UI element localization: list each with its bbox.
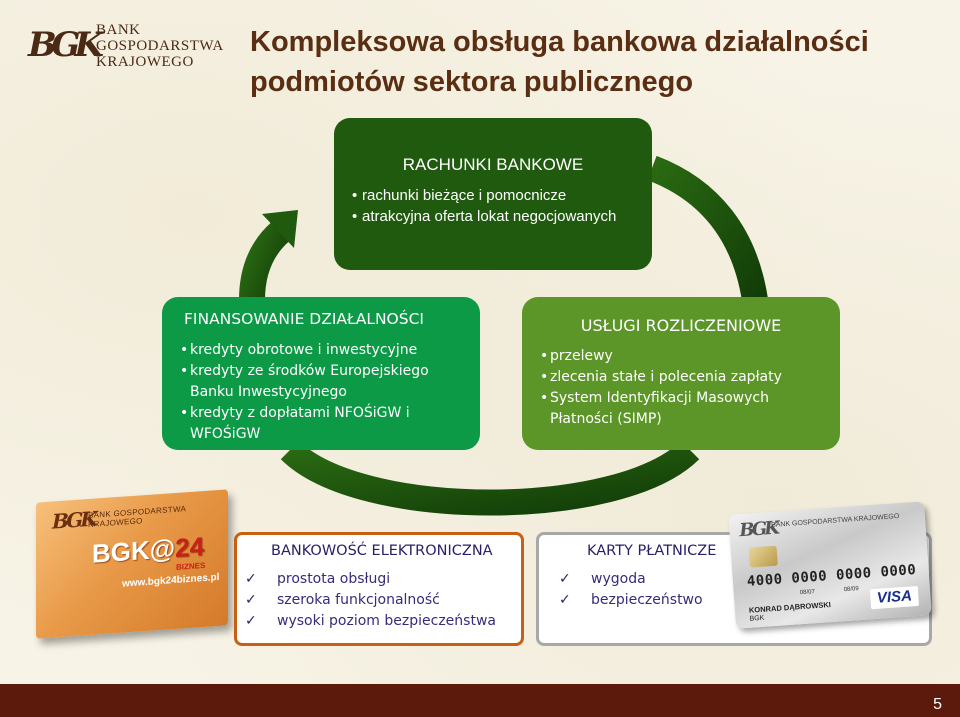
list-item: kredyty ze środków Europejskiego Banku I… (180, 361, 462, 403)
box-settlement-heading: USŁUGI ROZLICZENIOWE (580, 316, 782, 335)
logo-line-3: KRAJOWEGO (96, 54, 194, 70)
slide-title: Kompleksowa obsługa bankowa działalności… (250, 22, 950, 102)
panel-electronic-banking: BANKOWOŚĆ ELEKTRONICZNA ✓prostota obsług… (234, 532, 524, 646)
list-item: ✓wysoki poziom bezpieczeństwa (243, 611, 496, 632)
card-holder-name: KONRAD DĄBROWSKI (748, 600, 832, 615)
box-bank-accounts: RACHUNKI BANKOWE rachunki bieżące i pomo… (334, 118, 652, 270)
card-expiry: 08/09 (843, 586, 859, 594)
page-number: 5 (933, 696, 942, 713)
box-settlement-services: USŁUGI ROZLICZENIOWE przelewy zlecenia s… (522, 297, 840, 450)
list-item: rachunki bieżące i pomocnicze (352, 185, 634, 206)
list-item: kredyty obrotowe i inwestycyjne (180, 340, 462, 361)
bgk-logo-text: BANK GOSPODARSTWA KRAJOWEGO (96, 22, 224, 70)
bgk24-product-image: BGK BANK GOSPODARSTWA KRAJOWEGO BGK@24 B… (36, 489, 228, 639)
checkmark-icon: ✓ (245, 571, 257, 587)
list-item: ✓prostota obsługi (243, 569, 496, 590)
list-item: System Identyfikacji Masowych Płatności … (540, 388, 822, 430)
card-bank-name: BANK GOSPODARSTWA KRAJOWEGO (770, 513, 900, 530)
bgk24-bank-name: BANK GOSPODARSTWA KRAJOWEGO (88, 504, 186, 530)
visa-logo: VISA (869, 585, 920, 610)
checkmark-icon: ✓ (245, 613, 257, 629)
list-item: kredyty z dopłatami NFOŚiGW i WFOŚiGW (180, 403, 462, 445)
arrow-left-to-top (239, 222, 290, 301)
card-number: 4000 0000 0000 0000 (746, 562, 917, 590)
list-item: atrakcyjna oferta lokat negocjowanych (352, 206, 634, 227)
list-item: ✓wygoda (557, 569, 703, 590)
logo-line-1: BANK (96, 22, 141, 38)
bgk24-subtitle: BIZNES (176, 560, 206, 572)
checkmark-icon: ✓ (559, 571, 571, 587)
bgk24-title-prefix: BGK@ (92, 532, 176, 569)
card-issuer: BGK (749, 614, 765, 623)
logo-line-2: GOSPODARSTWA (96, 38, 224, 54)
arrow-top-to-right (647, 155, 768, 303)
payment-card-image: BGK BANK GOSPODARSTWA KRAJOWEGO 4000 000… (728, 501, 932, 629)
bgk-logo-mark: BGK (28, 25, 104, 65)
bgk24-title-number: 24 (175, 530, 205, 563)
slide-title-line-1: Kompleksowa obsługa bankowa działalności (250, 26, 869, 58)
list-item: ✓szeroka funkcjonalność (243, 590, 496, 611)
panel-cards-heading: KARTY PŁATNICZE (587, 543, 717, 559)
bgk24-url: www.bgk24biznes.pl (122, 571, 220, 590)
arrow-right-to-left (280, 440, 700, 516)
footer-bar: 5 (0, 684, 960, 717)
panel-electronic-heading: BANKOWOŚĆ ELEKTRONICZNA (271, 543, 493, 559)
box-financing-heading: FINANSOWANIE DZIAŁALNOŚCI (184, 310, 424, 328)
box-financing: FINANSOWANIE DZIAŁALNOŚCI kredyty obroto… (162, 297, 480, 450)
arrow-head-icon (262, 210, 298, 248)
card-chip-icon (748, 545, 778, 568)
box-bank-accounts-heading: RACHUNKI BANKOWE (402, 155, 584, 174)
checkmark-icon: ✓ (245, 592, 257, 608)
list-item: przelewy (540, 346, 822, 367)
list-item: zlecenia stałe i polecenia zapłaty (540, 367, 822, 388)
card-valid-from: 08/07 (799, 589, 816, 597)
checkmark-icon: ✓ (559, 592, 571, 608)
slide-title-line-2: podmiotów sektora publicznego (250, 66, 694, 98)
bgk-logo: BGK BANK GOSPODARSTWA KRAJOWEGO (28, 20, 238, 76)
list-item: ✓bezpieczeństwo (557, 590, 703, 611)
